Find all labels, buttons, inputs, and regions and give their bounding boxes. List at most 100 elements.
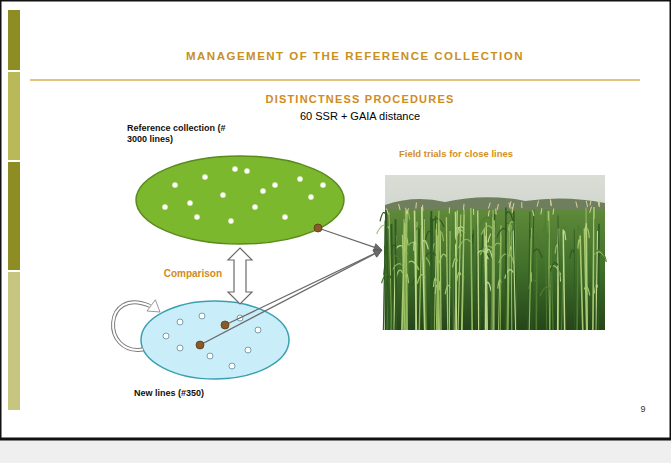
photo-leaf <box>417 275 424 284</box>
photo-stalk <box>430 211 432 330</box>
photo-tassel <box>540 208 542 214</box>
photo-leaf <box>595 250 606 259</box>
photo-leaf <box>472 234 473 243</box>
photo-leaf <box>481 292 483 301</box>
photo-leaf <box>570 250 575 259</box>
photo-tassel <box>586 201 587 207</box>
line-dot <box>260 188 265 193</box>
photo-tassel <box>552 209 554 215</box>
photo-stalk <box>551 235 553 330</box>
photo-leaf <box>499 254 510 263</box>
photo-stalk <box>574 229 575 330</box>
photo-stalk <box>548 211 550 330</box>
photo-stalk <box>486 222 487 330</box>
photo-leaf <box>457 272 461 281</box>
line-dot <box>163 333 169 339</box>
line-dot <box>245 347 251 353</box>
edge-label: Comparison <box>122 268 222 279</box>
photo-leaf <box>391 264 404 273</box>
photo-tassel <box>422 205 423 211</box>
photo-stalk <box>548 221 550 330</box>
field-photo: Field trials for close lines <box>385 175 605 330</box>
line-dot <box>177 319 183 325</box>
photo-tassel <box>495 209 496 215</box>
photo-stalk <box>395 219 398 330</box>
line-dot <box>232 166 237 171</box>
photo-tassel <box>550 199 552 205</box>
photo-leaf <box>497 229 507 238</box>
photo-stalk <box>455 210 457 330</box>
arrow-head <box>373 250 382 257</box>
photo-stalk <box>440 230 442 330</box>
photo-leaf <box>413 242 415 251</box>
photo-stalk <box>405 225 406 330</box>
photo-stalk <box>433 216 435 330</box>
photo-stalk <box>415 211 417 330</box>
edge-label-text: Comparison <box>164 268 222 279</box>
block-arrow <box>228 248 252 304</box>
method-note-text: 60 SSR + GAIA distance <box>300 110 420 122</box>
photo-leaf <box>510 247 511 256</box>
slide-title: MANAGEMENT OF THE REFERENCE COLLECTION <box>40 50 670 62</box>
photo-leaf <box>481 226 492 235</box>
photo-stalk <box>424 217 426 330</box>
line-dot <box>228 218 233 223</box>
photo-stalk <box>532 210 534 330</box>
photo-leaf <box>492 243 501 252</box>
photo-leaf <box>534 249 542 258</box>
photo-tassel <box>550 200 552 206</box>
photo-leaf <box>453 258 458 267</box>
photo-leaf <box>440 232 444 241</box>
photo-tassel <box>537 201 538 207</box>
photo-stalk <box>580 235 583 330</box>
line-dot <box>255 327 261 333</box>
line-dot <box>282 214 287 219</box>
photo-stalk <box>505 208 507 330</box>
photo-leaf <box>391 256 402 265</box>
photo-stalk <box>436 211 439 330</box>
reference-ellipse-shape <box>135 155 345 245</box>
connector <box>314 224 382 251</box>
photo-sky <box>385 175 605 330</box>
photo-tassel <box>415 203 417 209</box>
connector-line <box>318 228 375 248</box>
photo-stalk <box>499 225 501 330</box>
node-label-text: Reference collection (# 3000 lines) <box>127 123 226 144</box>
photo-stalk <box>424 219 426 330</box>
photo-stalk <box>529 228 531 330</box>
photo-stalk <box>480 233 483 330</box>
photo-tassel <box>407 208 409 214</box>
photo-crop <box>385 209 605 330</box>
line-dot <box>220 192 225 197</box>
photo-tassel <box>576 202 577 208</box>
photo-stalk <box>406 210 408 330</box>
title-rule <box>30 79 640 81</box>
photo-leaf <box>546 233 548 242</box>
photo-stalk <box>561 225 564 330</box>
photo-leaf <box>563 231 565 240</box>
photo-leaf <box>479 217 491 226</box>
photo-stalk <box>514 211 517 330</box>
photo-leaf <box>451 235 456 244</box>
photo-tassel <box>590 199 591 205</box>
line-dot <box>297 176 302 181</box>
photo-leaf <box>578 240 580 249</box>
line-dot <box>308 194 313 199</box>
photo-stalk <box>558 215 561 330</box>
subtitle-text: DISTINCTNESS PROCEDURES <box>266 93 455 105</box>
photo-stalk <box>492 217 493 330</box>
photo-stalk <box>471 208 472 330</box>
photo-stalk <box>596 231 598 330</box>
reference-ellipse: Reference collection (# 3000 lines) <box>135 155 345 245</box>
photo-stalk <box>446 217 447 330</box>
slide-number-text: 9 <box>640 404 645 414</box>
loop-arrow-head <box>147 300 160 312</box>
ellipse-outline <box>141 301 289 379</box>
line-dot <box>194 214 199 219</box>
photo-stalk <box>511 225 513 330</box>
photo-tassel <box>510 201 511 207</box>
side-bar <box>8 72 20 160</box>
line-dot <box>237 315 243 321</box>
method-note: 60 SSR + GAIA distance <box>200 110 520 122</box>
node-label-text: New lines (#350) <box>134 388 204 398</box>
